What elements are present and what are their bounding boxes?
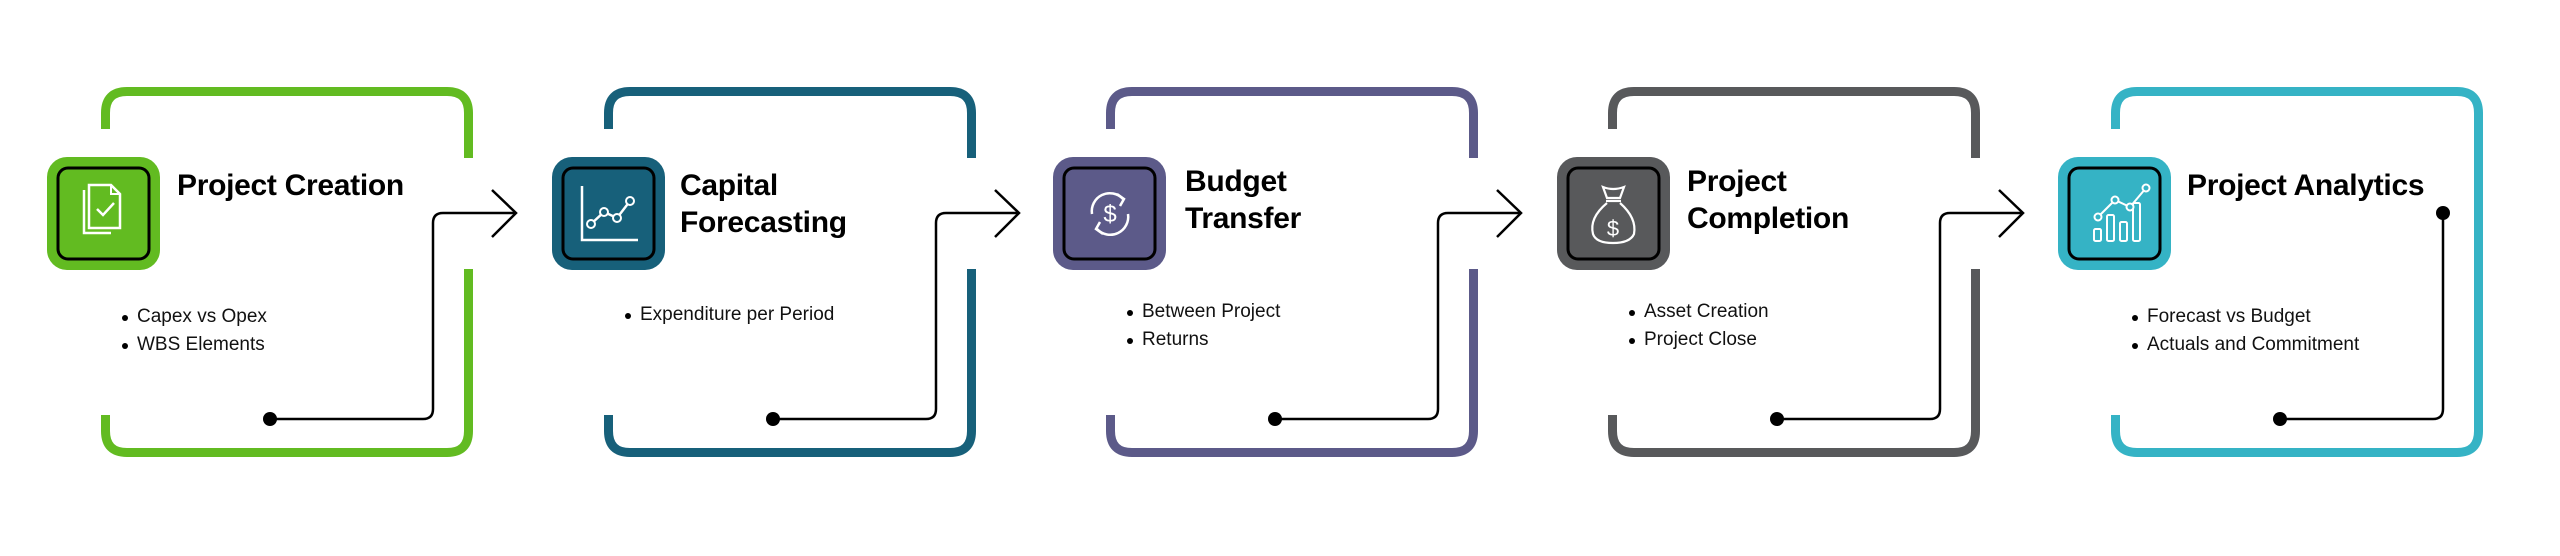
connector-start-dot <box>2273 412 2287 426</box>
connector-start-dot <box>263 412 277 426</box>
bullet-item: Asset Creation <box>1628 298 1769 326</box>
frame-outline <box>101 87 473 457</box>
bullet-item: Returns <box>1126 326 1280 354</box>
step-budget-transfer: $ Budget Transfer Between Project Return… <box>1005 0 1523 556</box>
svg-text:$: $ <box>1103 201 1116 228</box>
bullet-item: WBS Elements <box>121 331 267 359</box>
bullet-item: Forecast vs Budget <box>2131 303 2359 331</box>
step-frame: $ <box>1557 87 2025 457</box>
svg-text:$: $ <box>1607 216 1619 241</box>
step-bullets: Capex vs Opex WBS Elements <box>121 303 267 359</box>
step-title: Project Creation <box>177 169 404 202</box>
frame-outline <box>1106 87 1478 457</box>
dollar-refresh-icon: $ <box>1053 157 1166 270</box>
step-title: Capital Forecasting <box>680 169 847 239</box>
step-bullets: Asset Creation Project Close <box>1628 298 1769 354</box>
bullet-item: Expenditure per Period <box>624 301 834 329</box>
step-capital-forecasting: Capital Forecasting Expenditure per Peri… <box>503 0 1021 556</box>
step-project-completion: $ Project Completion Asset Creation Proj… <box>1507 0 2025 556</box>
frame-outline <box>604 87 976 457</box>
step-title: Project Completion <box>1687 165 1849 235</box>
bullet-item: Actuals and Commitment <box>2131 331 2359 359</box>
bullet-item: Between Project <box>1126 298 1280 326</box>
connector-arrow <box>773 189 1021 421</box>
bullet-item: Project Close <box>1628 326 1769 354</box>
step-title: Budget Transfer <box>1185 165 1301 235</box>
step-frame: $ <box>1053 87 1523 457</box>
connector-line <box>2280 213 2445 421</box>
line-chart-icon <box>552 157 665 270</box>
step-bullets: Expenditure per Period <box>624 301 834 329</box>
step-frame <box>552 87 1021 457</box>
step-bullets: Forecast vs Budget Actuals and Commitmen… <box>2131 303 2359 359</box>
connector-arrow <box>1777 189 2025 421</box>
frame-outline <box>2111 87 2483 457</box>
step-project-analytics: Project Analytics Forecast vs Budget Act… <box>2010 0 2512 556</box>
step-title: Project Analytics <box>2187 169 2425 202</box>
connector-arrow <box>270 189 518 421</box>
connector-start-dot <box>1770 412 1784 426</box>
bullet-item: Capex vs Opex <box>121 303 267 331</box>
bar-line-chart-icon <box>2058 157 2171 270</box>
connector-start-dot <box>766 412 780 426</box>
step-frame <box>2058 87 2483 457</box>
connector-end-dot <box>2436 206 2450 220</box>
connector-arrow <box>1275 189 1523 421</box>
step-project-creation: Project Creation Capex vs Opex WBS Eleme… <box>0 0 518 556</box>
step-bullets: Between Project Returns <box>1126 298 1280 354</box>
frame-outline <box>1608 87 1980 457</box>
step-frame <box>47 87 518 457</box>
document-check-icon <box>47 157 160 270</box>
money-bag-icon: $ <box>1557 157 1670 270</box>
connector-start-dot <box>1268 412 1282 426</box>
